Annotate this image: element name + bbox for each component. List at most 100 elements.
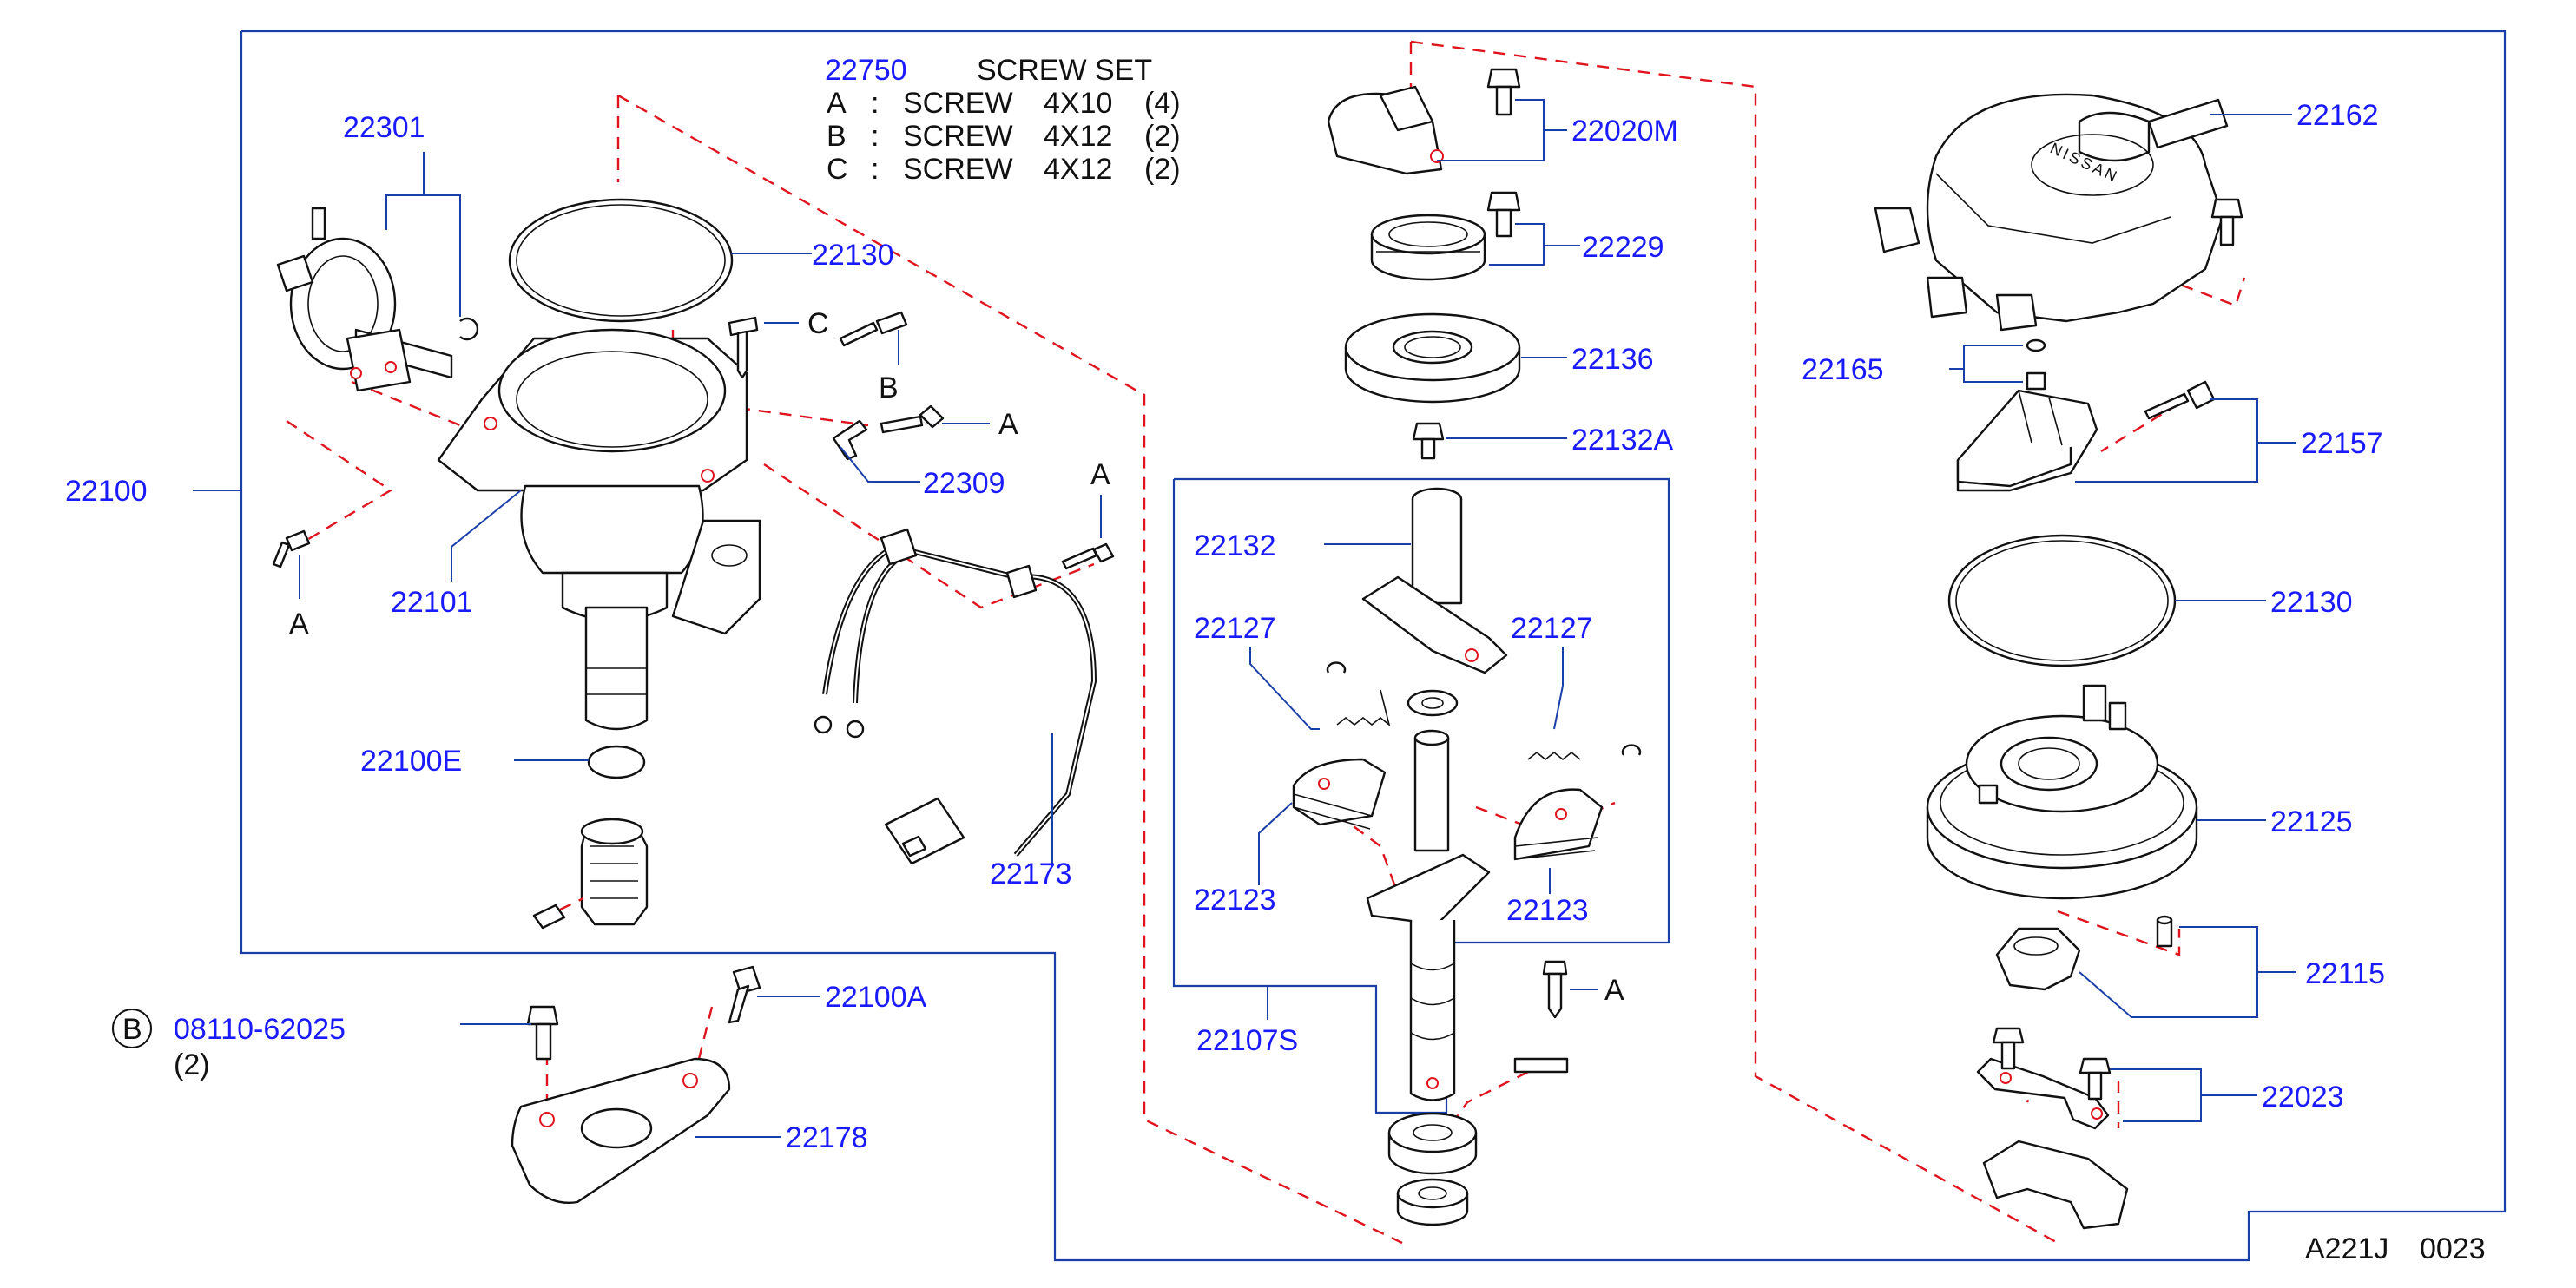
callout-a-shaft: A (1604, 974, 1624, 1007)
bolt-08110-drawing (526, 1005, 559, 1061)
screw-set-row-sep: : (871, 153, 879, 186)
screw-set-row-size: 4X10 (1044, 87, 1112, 120)
clamp-22309-drawing (832, 419, 868, 461)
label-22100E: 22100E (360, 745, 462, 778)
label-22309: 22309 (923, 467, 1005, 500)
retainer-plate-drawing (1982, 1140, 2129, 1230)
roll-pin-drawing (532, 904, 566, 930)
screw-set-row-item: SCREW (903, 120, 1013, 153)
carbon-brush-spring-drawing (2026, 338, 2046, 391)
screw-22132A-drawing (1412, 422, 1445, 460)
label-22165: 22165 (1802, 353, 1884, 386)
pickup-plate-22136-drawing (1344, 312, 1521, 404)
callout-b-top: B (879, 371, 899, 404)
label-22132A: 22132A (1571, 424, 1674, 457)
footer-code: A221J (2305, 1232, 2388, 1265)
callout-c-top: C (807, 307, 829, 340)
callout-a-top: A (998, 408, 1018, 441)
bolt-22100A-drawing (728, 965, 761, 1024)
screw-a-left-drawing (272, 529, 311, 568)
callout-a-harness: A (1090, 458, 1110, 491)
ref-circle-letter: B (122, 1013, 142, 1046)
vacuum-controller-drawing (276, 207, 453, 392)
drive-gear-drawing (580, 818, 649, 926)
screw-22020M-drawing (1486, 68, 1521, 116)
screw-set-row-key: B (827, 120, 847, 153)
label-22162: 22162 (2296, 99, 2379, 132)
label-22020M: 22020M (1571, 115, 1678, 148)
weight-right-drawing (1513, 788, 1604, 861)
screw-set-title: SCREW SET (977, 54, 1152, 87)
wire-harness-drawing (814, 528, 1097, 865)
leader-22165 (1963, 345, 2023, 383)
reluctor-22020M-drawing (1327, 85, 1444, 175)
screw-set-part-no: 22750 (825, 54, 907, 87)
rotor-head-22157-drawing (1956, 389, 2098, 492)
washer-drawing (1407, 689, 1459, 717)
screw-set-row-qty: (2) (1144, 120, 1181, 153)
label-22107S: 22107S (1196, 1024, 1298, 1057)
bolt-qty: (2) (174, 1048, 210, 1081)
screw-set-row-key: A (827, 87, 847, 120)
distributor-housing-drawing (437, 328, 761, 731)
callout-a-left: A (289, 608, 309, 641)
rotor-screw-drawing (2144, 380, 2216, 420)
label-22101: 22101 (391, 586, 473, 619)
o-ring-drawing (587, 745, 646, 779)
ref-circle-b (112, 1009, 152, 1048)
leader-22101 (451, 490, 522, 582)
label-22301: 22301 (343, 111, 425, 144)
label-22127-left: 22127 (1194, 612, 1276, 645)
screw-a-shaft-drawing (1542, 960, 1568, 1019)
label-22123-left: 22123 (1194, 884, 1276, 917)
label-22100A: 22100A (825, 981, 927, 1014)
leader-22309 (840, 446, 920, 483)
leader-22127-right (1553, 647, 1564, 730)
collar-drawing (1387, 1112, 1478, 1226)
screw-a-drawing (880, 404, 945, 434)
lock-tab-drawing (1513, 1057, 1569, 1074)
spring-left-drawing (1326, 661, 1391, 727)
label-22178: 22178 (786, 1121, 868, 1154)
leader-22115 (2079, 926, 2258, 1018)
bearing-22229-drawing (1370, 214, 1486, 281)
label-22229: 22229 (1582, 231, 1664, 264)
gasket-ring-right (1947, 534, 2177, 667)
screw-set-row-qty: (4) (1144, 87, 1181, 120)
leader-22127-left (1249, 647, 1320, 730)
screw-set-row-item: SCREW (903, 153, 1013, 186)
leader-22123-left (1258, 802, 1293, 885)
leader-22229 (1489, 223, 1545, 266)
screw-c-drawing (728, 316, 759, 379)
screw-set-row-item: SCREW (903, 87, 1013, 120)
screw-set-row-sep: : (871, 120, 879, 153)
label-22127-right: 22127 (1511, 612, 1593, 645)
label-22130-right: 22130 (2270, 586, 2353, 619)
rotor-boss-22115-drawing (1995, 915, 2173, 991)
leader-22301 (385, 194, 461, 317)
leader-22020M (1437, 99, 1545, 161)
gasket-ring-top (508, 198, 734, 323)
screw-set-row-qty: (2) (1144, 153, 1181, 186)
screw-set-row-sep: : (871, 87, 879, 120)
screw-set-row-key: C (827, 153, 848, 186)
label-22100: 22100 (65, 475, 148, 508)
assembly-frame (240, 30, 2507, 1262)
screw-set-row-size: 4X12 (1044, 120, 1112, 153)
label-22130-top: 22130 (812, 239, 894, 272)
footer-number: 0023 (2420, 1232, 2486, 1265)
weight-left-drawing (1292, 758, 1387, 830)
leader-22023 (2110, 1068, 2202, 1122)
retaining-clip-drawing (459, 317, 479, 341)
screw-b-drawing (839, 311, 908, 347)
label-22023: 22023 (2262, 1081, 2344, 1114)
spring-right-drawing (1527, 744, 1642, 761)
ignition-housing-22125-drawing (1926, 684, 2198, 900)
screw-set-row-size: 4X12 (1044, 153, 1112, 186)
screw-22229-drawing (1486, 191, 1521, 238)
main-shaft-22107S-drawing (1366, 729, 1491, 1101)
label-22136: 22136 (1571, 343, 1654, 376)
leader-22157 (2075, 398, 2258, 483)
label-22125: 22125 (2270, 805, 2353, 838)
